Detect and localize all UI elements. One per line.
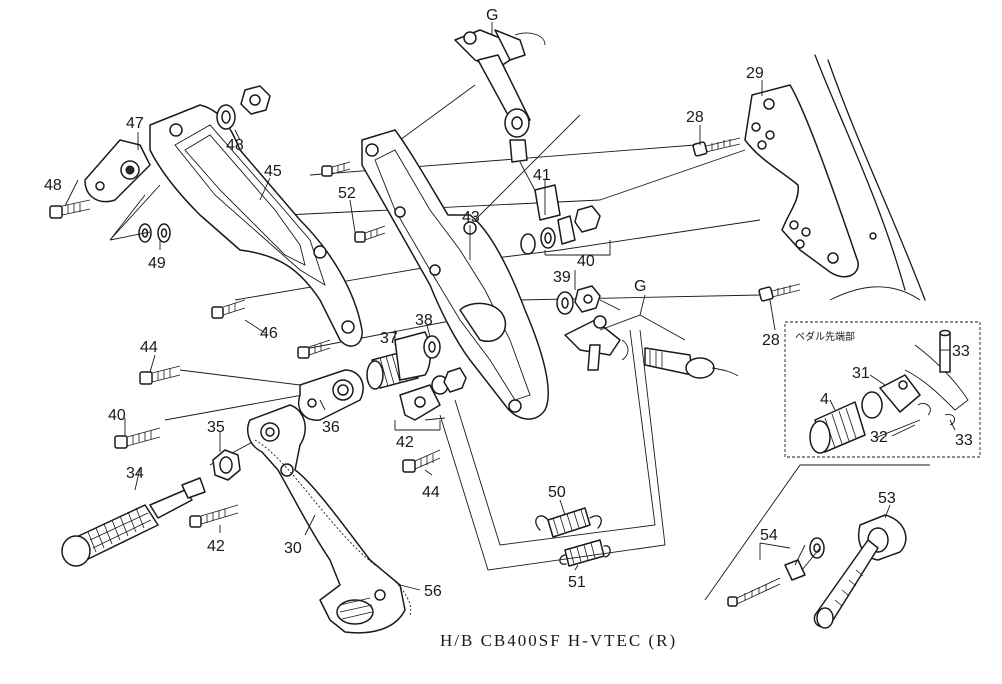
- detail-box-title: ペダル先端部: [795, 330, 855, 343]
- part-45-side-plate: [149, 104, 363, 347]
- inset-53-54: [704, 464, 930, 629]
- diagram-caption: H/B CB400SF H-VTEC (R): [440, 631, 677, 650]
- label-29: 29: [746, 65, 764, 82]
- label-51: 51: [568, 574, 586, 591]
- part-35-nut: [212, 449, 241, 481]
- label-50: 50: [548, 484, 566, 501]
- label-41: 41: [533, 167, 551, 184]
- label-54: 54: [760, 527, 778, 544]
- part-28-bolt-upper: [692, 137, 741, 157]
- label-33-upper: 33: [952, 343, 970, 360]
- part-43-main-plate: [361, 129, 549, 420]
- label-42-upper: 42: [396, 434, 414, 451]
- frame-section: [814, 54, 926, 301]
- label-31: 31: [852, 365, 870, 382]
- part-48-bolt-left: [49, 199, 91, 219]
- label-44-lower: 44: [422, 484, 440, 501]
- part-40-bolt-lower: [114, 427, 161, 449]
- part-49-washers: [109, 184, 171, 243]
- part-42-bolt-lower: [189, 504, 239, 528]
- part-46-screw-lower: [297, 339, 331, 359]
- label-34: 34: [126, 465, 144, 482]
- part-30-pedal-lever: [247, 404, 406, 634]
- label-42-lower: 42: [207, 538, 225, 555]
- part-56-outline: [254, 439, 412, 616]
- label-32: 32: [870, 429, 888, 446]
- label-38: 38: [415, 312, 433, 329]
- part-labels: G 29 28 28 47 48 48 45 52 49 41 43 40 39…: [44, 7, 973, 650]
- label-G-top: G: [486, 7, 498, 24]
- label-49: 49: [148, 255, 166, 272]
- label-56: 56: [424, 583, 442, 600]
- part-52-screw-upper: [321, 161, 351, 177]
- label-37: 37: [380, 330, 398, 347]
- label-47: 47: [126, 115, 144, 132]
- master-cylinder-top: [454, 29, 561, 221]
- part-47-peg-bracket: [84, 139, 151, 203]
- label-30: 30: [284, 540, 302, 557]
- part-52-screw-lower: [354, 225, 386, 243]
- label-33-lower: 33: [955, 432, 973, 449]
- part-48-nut-washer: [216, 85, 271, 130]
- part-44-bolt-lower: [402, 449, 441, 473]
- part-51-spring: [559, 539, 611, 567]
- part-36-shift-arm: [298, 369, 364, 421]
- label-39: 39: [553, 269, 571, 286]
- label-43: 43: [462, 209, 480, 226]
- label-28-upper: 28: [686, 109, 704, 126]
- label-48-right: 48: [226, 137, 244, 154]
- spring-callout-lines: [439, 299, 666, 571]
- part-44-bolt-upper: [139, 365, 181, 385]
- label-45: 45: [264, 163, 282, 180]
- label-46: 46: [260, 325, 278, 342]
- label-52: 52: [338, 185, 356, 202]
- part-46-screw-upper: [211, 299, 246, 319]
- label-G-mid: G: [634, 278, 646, 295]
- part-50-spring: [535, 507, 602, 538]
- label-48-left: 48: [44, 177, 62, 194]
- part-29-bracket-plate: [744, 84, 877, 278]
- brake-switch-assembly: [564, 315, 739, 379]
- part-34-foot-peg: [61, 477, 206, 567]
- label-40-lower: 40: [108, 407, 126, 424]
- part-42-clevis: [399, 367, 467, 421]
- label-4: 4: [820, 391, 829, 408]
- label-leaders: [64, 22, 956, 591]
- label-53: 53: [878, 490, 896, 507]
- part-28-bolt-lower: [758, 283, 801, 302]
- detail-box-pedal-tip: [784, 321, 981, 458]
- label-35: 35: [207, 419, 225, 436]
- part-39-nut-washer: [556, 285, 601, 315]
- label-44-upper: 44: [140, 339, 158, 356]
- label-28-lower: 28: [762, 332, 780, 349]
- label-36: 36: [322, 419, 340, 436]
- part-37-spline-collar: [366, 331, 431, 390]
- label-40-upper: 40: [577, 253, 595, 270]
- part-38-washer: [423, 335, 441, 359]
- part-40-washers-upper: [520, 205, 601, 255]
